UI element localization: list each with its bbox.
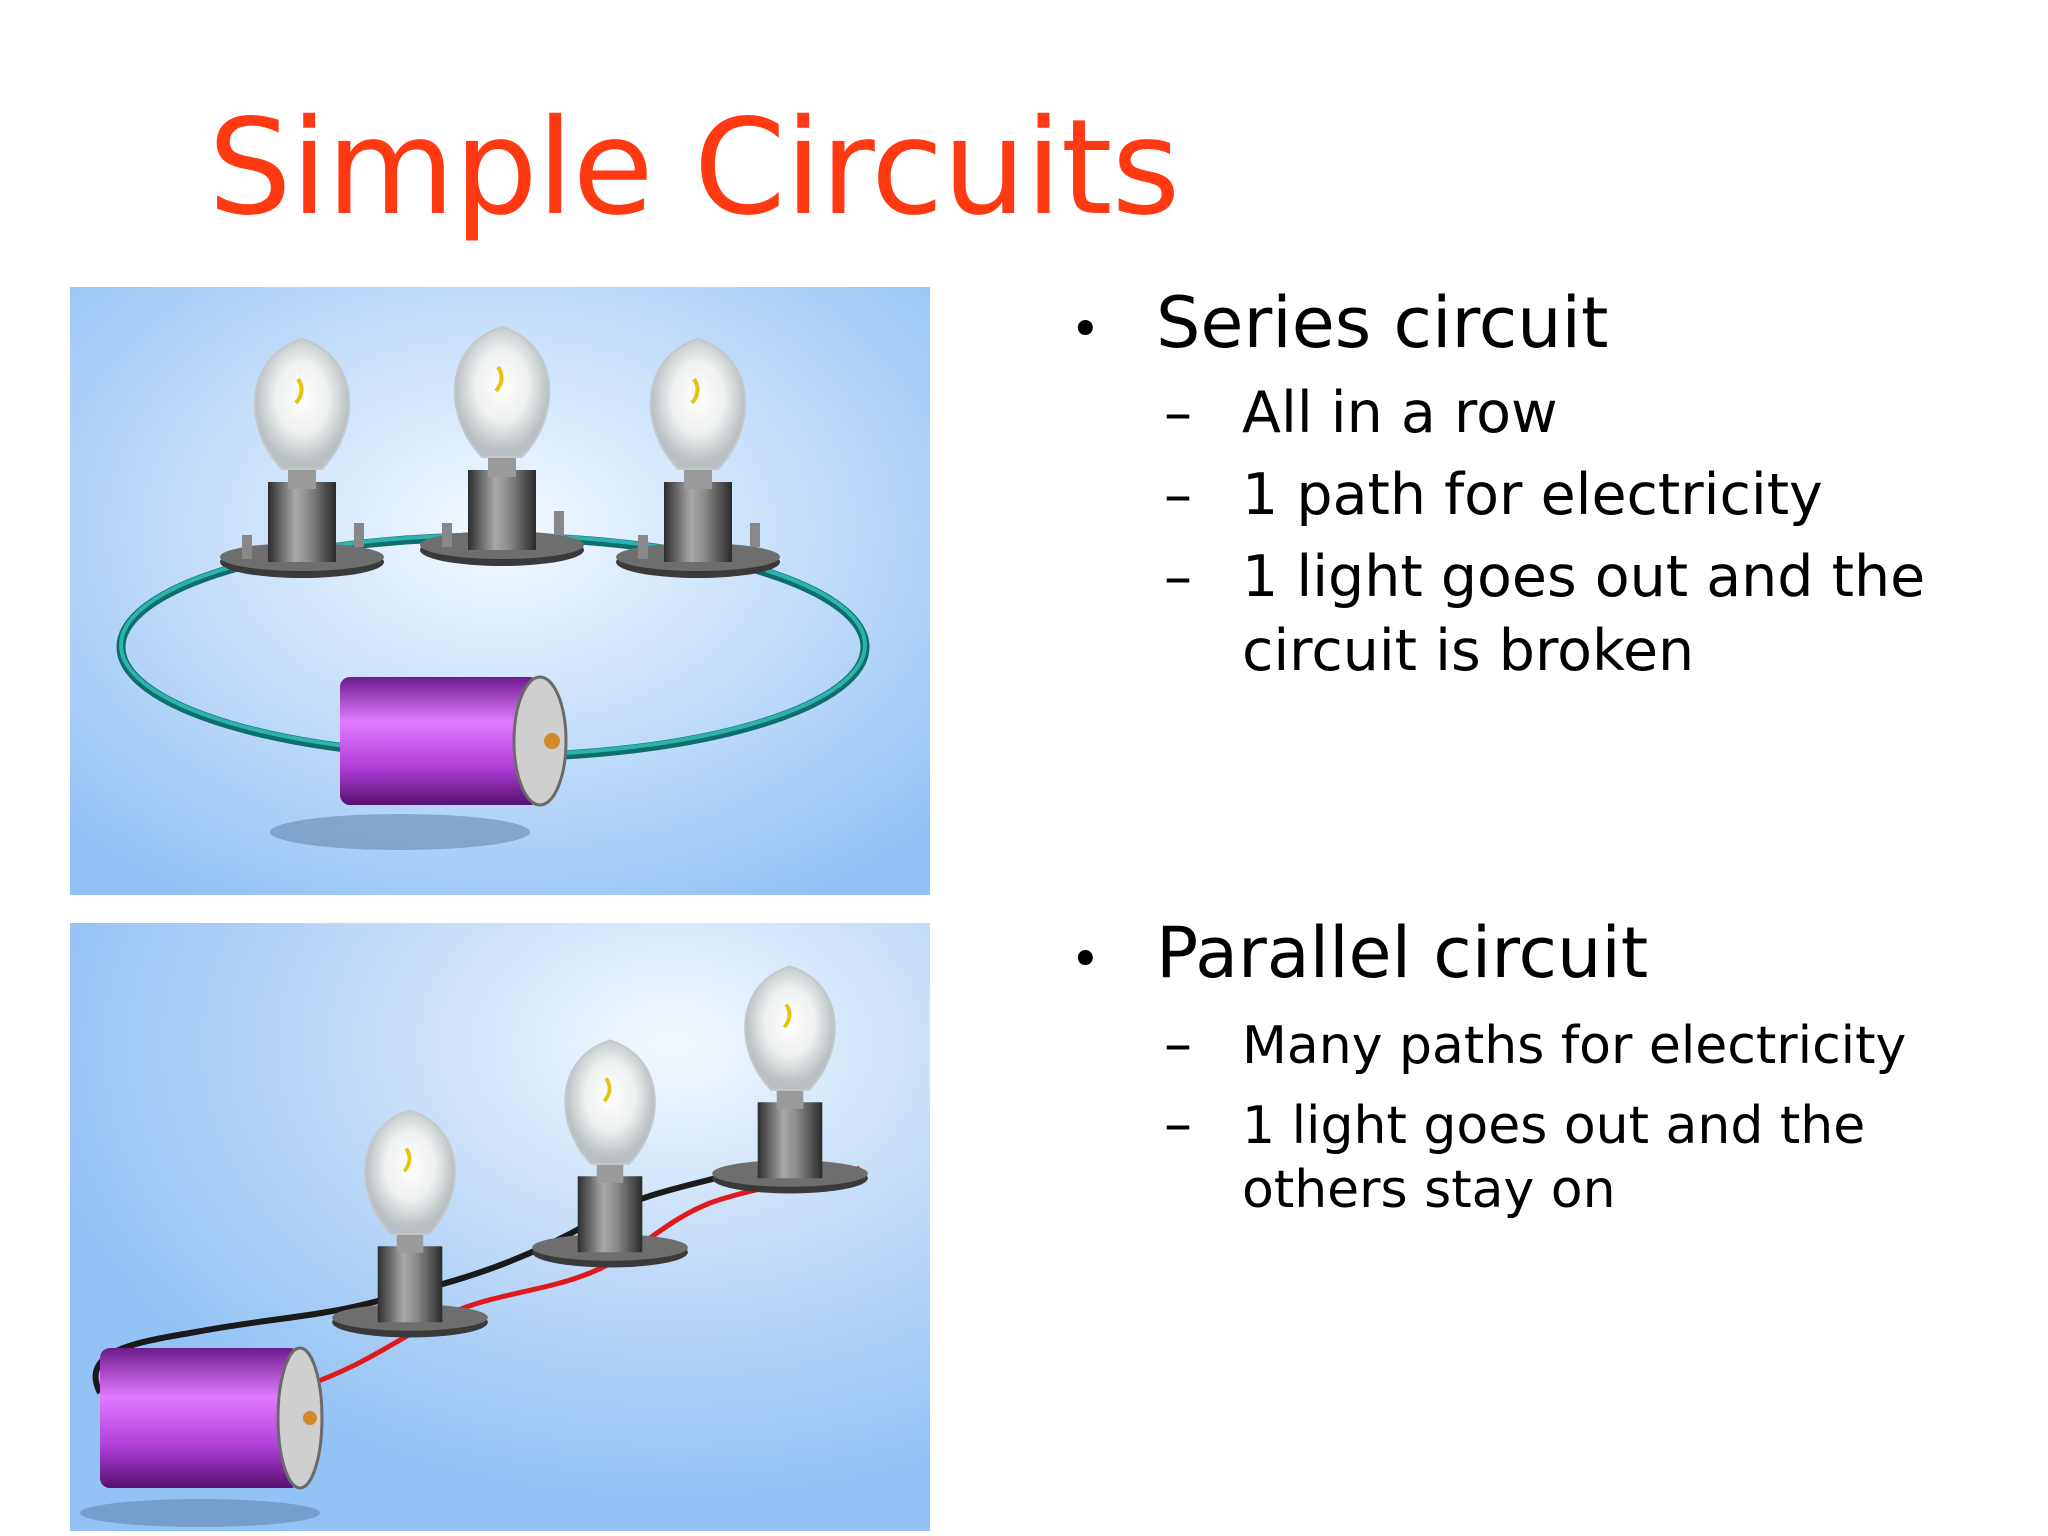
bulb-icon: [616, 337, 780, 578]
series-heading: Series circuit: [1156, 282, 1609, 364]
dash: –: [1164, 381, 1192, 446]
list-item-text: 1 path for electricity: [1242, 462, 1823, 528]
list-item: – 1 light goes out and the circuit is br…: [1060, 540, 2020, 688]
list-item: – Many paths for electricity: [1060, 1012, 2020, 1078]
dash: –: [1164, 545, 1192, 610]
parallel-circuit-section: • Parallel circuit – Many paths for elec…: [1060, 908, 2020, 1222]
series-circuit-section: • Series circuit – All in a row – 1 path…: [1060, 278, 2020, 688]
bulb-icon: [332, 1109, 488, 1338]
bullet: •: [1070, 930, 1101, 990]
bulb-icon: [220, 337, 384, 578]
parallel-heading: Parallel circuit: [1156, 912, 1649, 994]
parallel-circuit-image: [70, 923, 930, 1531]
list-item-text: 1 light goes out and the others stay on: [1242, 1096, 1866, 1220]
list-item-text: All in a row: [1242, 380, 1558, 446]
list-item-text: Many paths for electricity: [1242, 1016, 1907, 1076]
list-item: – 1 light goes out and the others stay o…: [1060, 1092, 2020, 1222]
battery-icon: [270, 675, 568, 850]
dash: –: [1164, 1012, 1192, 1077]
bulb-icon: [532, 1039, 688, 1268]
bulb-icon: [712, 965, 868, 1194]
bullet: •: [1070, 300, 1101, 360]
list-item: – All in a row: [1060, 376, 2020, 450]
slide-title: Simple Circuits: [208, 91, 1180, 245]
dash: –: [1164, 463, 1192, 528]
series-circuit-image: [70, 287, 930, 895]
dash: –: [1164, 1092, 1192, 1157]
bulb-icon: [420, 325, 584, 566]
list-item-text: 1 light goes out and the circuit is brok…: [1242, 544, 1926, 684]
list-item: – 1 path for electricity: [1060, 458, 2020, 532]
battery-icon: [80, 1346, 324, 1527]
